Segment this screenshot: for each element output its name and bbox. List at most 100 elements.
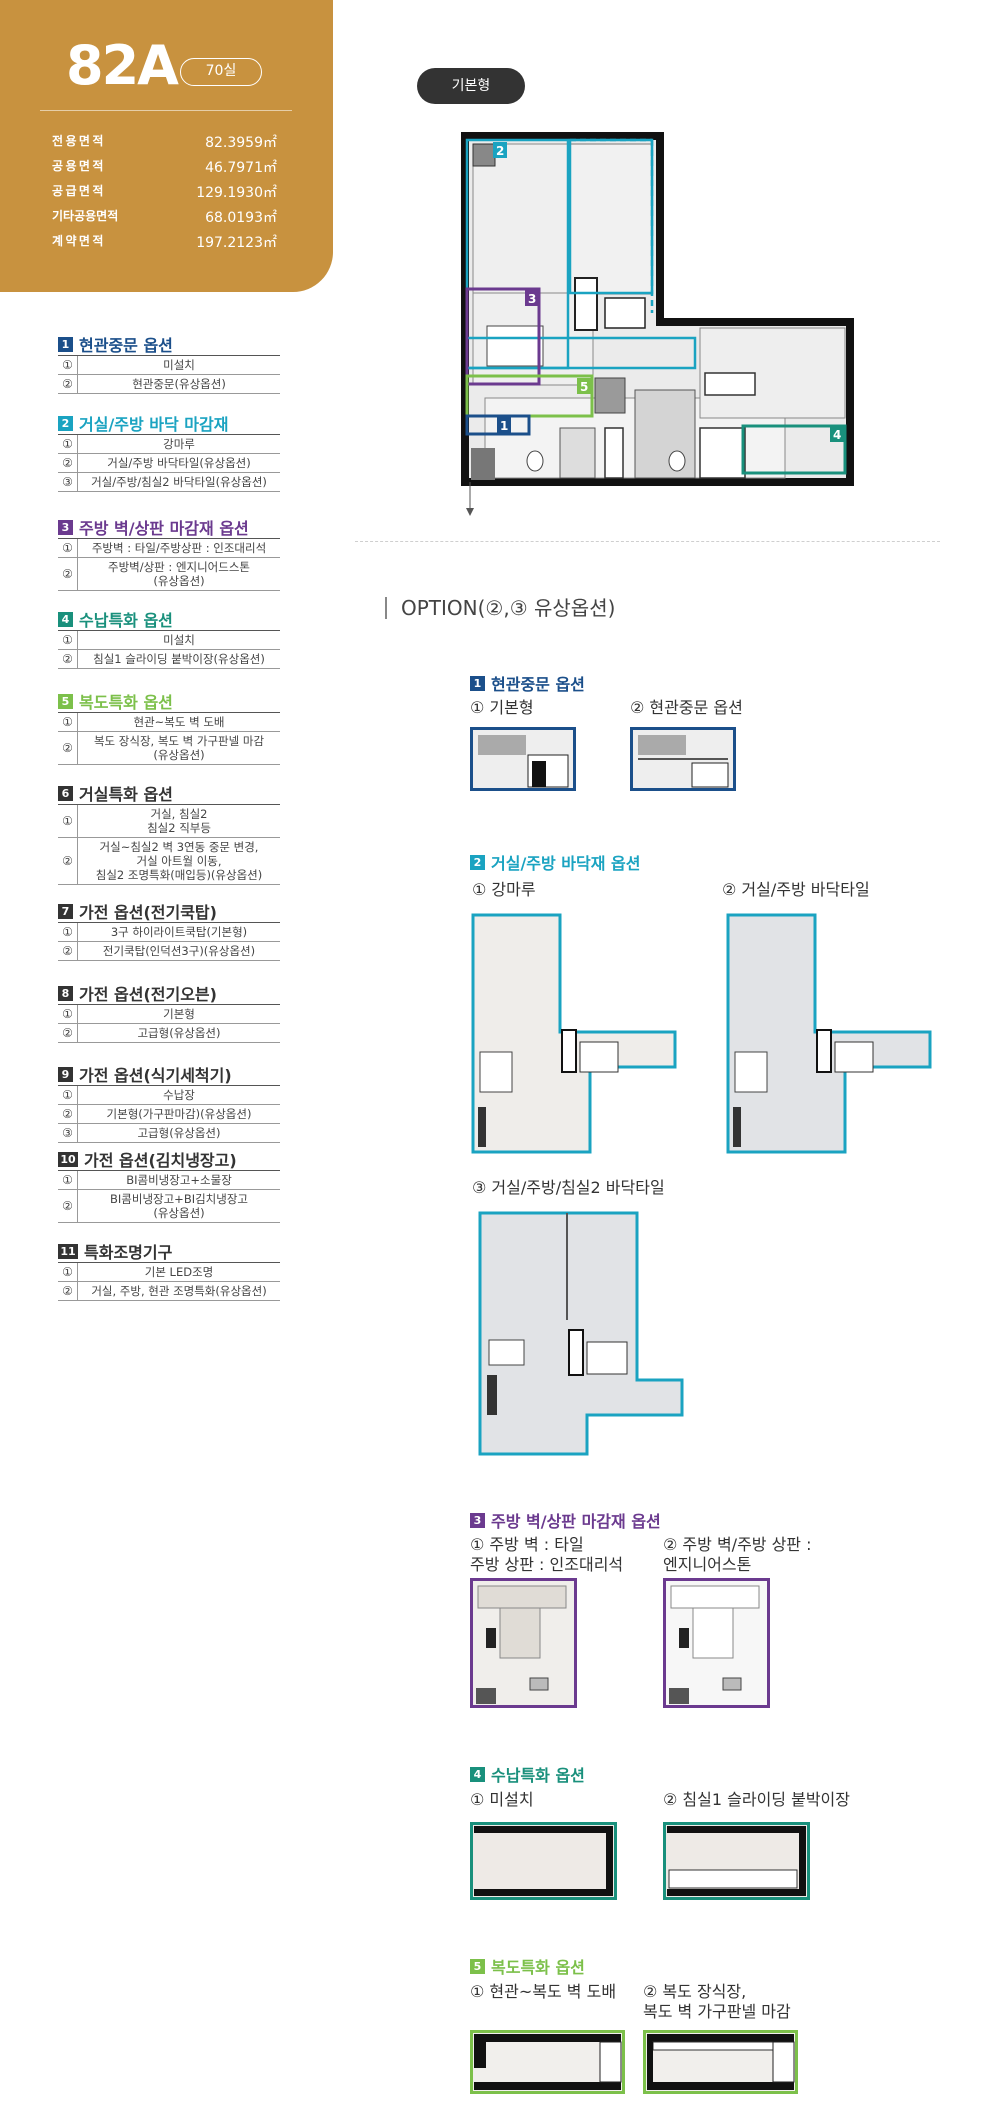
option-group-title-text: 가전 옵션(전기오븐) [79,985,217,1004]
caption-corridor-wallpaper: ① 현관~복도 벽 도배 [470,1982,617,2001]
option-row-text: 현관~복도 벽 도배 [133,715,225,729]
thumb-kitchen-tile[interactable] [470,1578,577,1708]
option-number-badge: 1 [58,336,73,352]
option-row-number: ② [58,1190,78,1222]
thumb-storage-sliding[interactable] [663,1822,810,1900]
option-number-badge: 3 [470,1512,485,1528]
option-number-badge: 9 [58,1066,73,1082]
option-number-badge: 2 [470,854,485,870]
area-row-contract: 계약면적 197.2123㎡ [52,232,277,252]
thumb-floor-tile-bedroom[interactable] [477,1210,687,1458]
thumb-storage-none[interactable] [470,1822,617,1900]
caption-entrance-basic: ① 기본형 [470,698,534,717]
area-row-common: 공용면적 46.7971㎡ [52,157,277,177]
option-row-text: 기본 LED조명 [144,1265,214,1279]
option-row-text: 3구 하이라이트쿡탑(기본형) [110,925,248,939]
caption-kitchen-stone: ② 주방 벽/주방 상판 : 엔지니어스톤 [663,1535,812,1574]
option-group-title-text: 가전 옵션(김치냉장고) [84,1151,237,1170]
option-row-text: BI콤비냉장고+BI김치냉장고 (유상옵션) [110,1192,248,1220]
header-divider [40,110,292,111]
option-row-number: ② [58,558,78,590]
option-row-number: ② [58,942,78,960]
section-title-kitchen-finish: 3 주방 벽/상판 마감재 옵션 [470,1510,661,1531]
option-row-text: 강마루 [163,437,195,451]
basic-type-badge[interactable]: 기본형 [417,68,525,104]
option-row-number: ② [58,454,78,472]
section-title-text: 현관중문 옵션 [491,675,585,694]
main-floor-plan: 2 3 5 1 4 [455,128,875,520]
thumb-kitchen-stone[interactable] [663,1578,770,1708]
thumb-floor-tile[interactable] [725,912,935,1157]
unit-count-badge: 70실 [180,58,262,86]
option-number-badge: 7 [58,903,73,919]
option-row-text: 거실~침실2 벽 3연동 중문 변경, 거실 아트월 이동, 침실2 조명특화(… [95,840,263,882]
caption-floor-tile: ② 거실/주방 바닥타일 [722,880,870,899]
option-number-badge: 11 [58,1243,78,1259]
option-row-number: ① [58,805,78,837]
option-row-text: 미설치 [163,633,195,647]
area-value: 129.1930㎡ [196,185,277,201]
thumb-floor-maru[interactable] [470,912,680,1157]
option-row-number: ② [58,1282,78,1300]
option-row-number: ① [58,356,78,374]
area-value: 68.0193㎡ [205,210,277,226]
thumb-corridor-cabinet[interactable] [643,2030,798,2094]
thumb-entrance-door-option[interactable] [630,727,736,791]
area-row-supply: 공급면적 129.1930㎡ [52,182,277,202]
section-title-entrance-door: 1 현관중문 옵션 [470,673,585,694]
area-label: 공용면적 [52,159,106,173]
thumb-corridor-wallpaper[interactable] [470,2030,625,2094]
option-number-badge: 6 [58,785,73,801]
option-row-text: 침실1 슬라이딩 붙박이장(유상옵션) [93,652,265,666]
area-label: 기타공용면적 [52,209,119,223]
option-row[interactable]: ② BI콤비냉장고+BI김치냉장고 (유상옵션) [58,1190,280,1223]
option-row-text: 거실/주방 바닥타일(유상옵션) [107,456,251,470]
caption-kitchen-tile: ① 주방 벽 : 타일 주방 상판 : 인조대리석 [470,1535,624,1574]
section-title-storage: 4 수납특화 옵션 [470,1764,585,1785]
option-row[interactable]: ② 거실/주방 바닥타일(유상옵션) [58,454,280,473]
thumb-entrance-basic[interactable] [470,727,576,791]
option-row-text: BI콤비냉장고+소물장 [126,1173,232,1187]
option-row-text: 현관중문(유상옵션) [132,377,226,391]
caption-floor-tile-bedroom: ③ 거실/주방/침실2 바닥타일 [472,1178,665,1197]
svg-text:4: 4 [833,428,841,442]
